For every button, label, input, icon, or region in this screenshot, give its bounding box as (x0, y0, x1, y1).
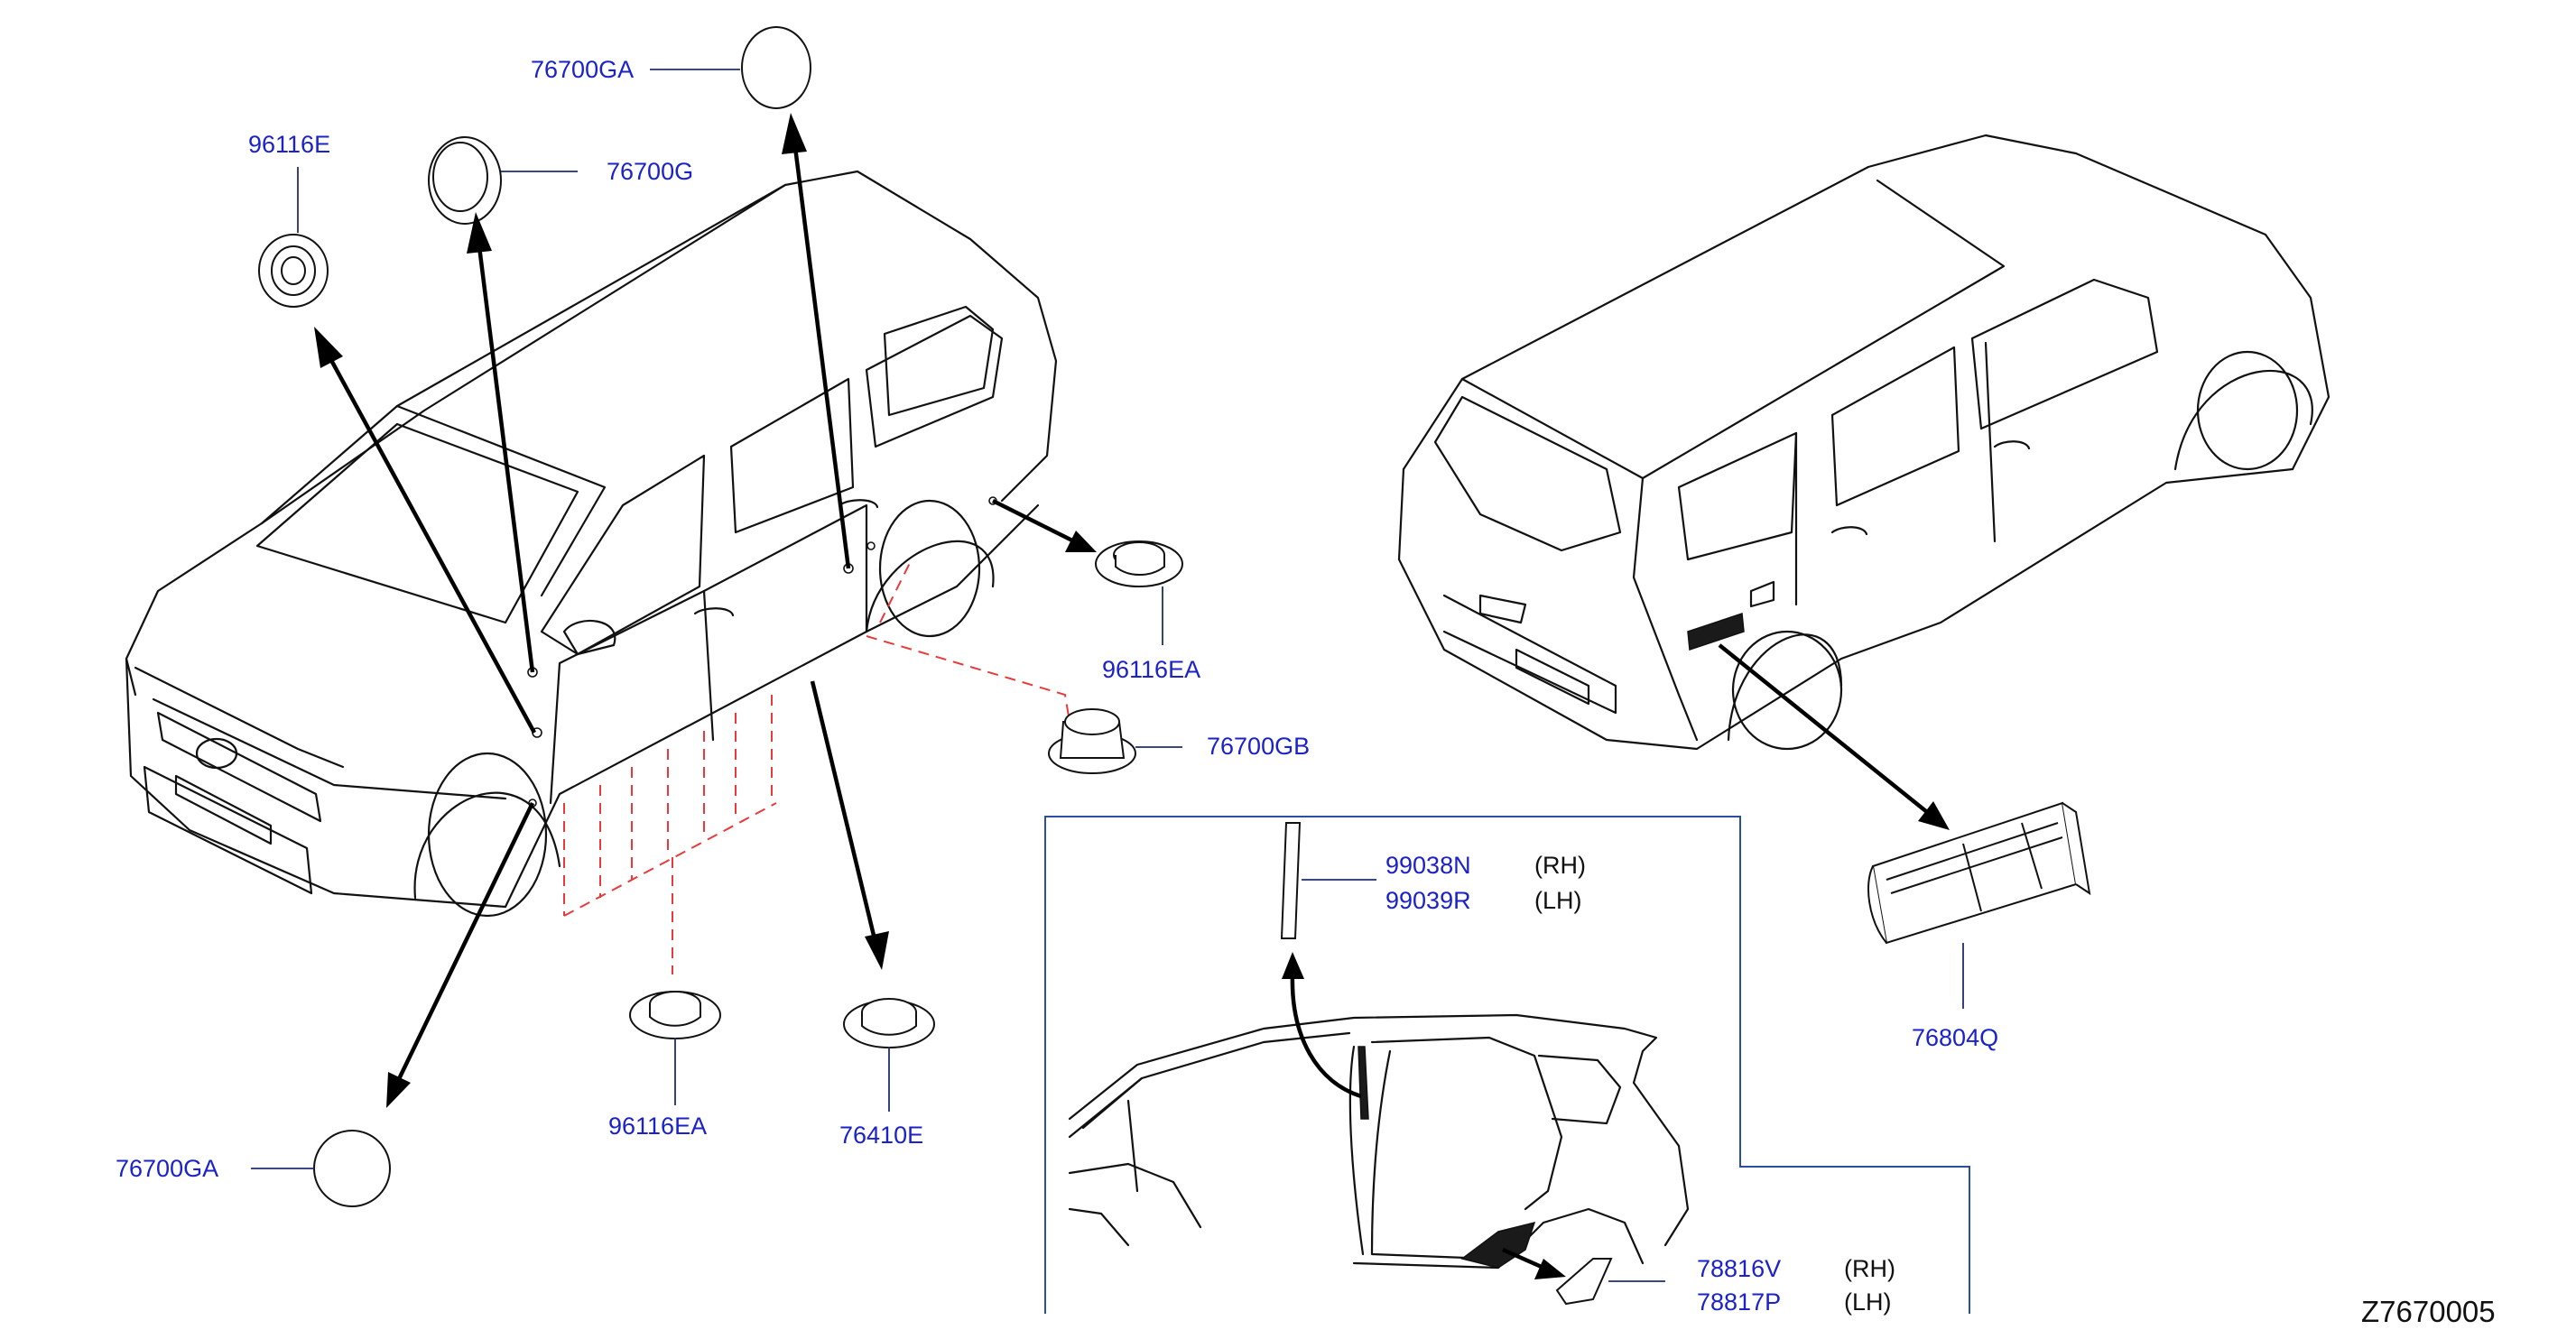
vent-76804q (1867, 801, 2091, 945)
leader-lines (251, 69, 1964, 1282)
vent-arrow (1718, 643, 1929, 814)
inset-side-view (1068, 1013, 1690, 1270)
part-labels: 76700GA 96116E 76700G 96116EA 76700GB 96… (116, 56, 2496, 1328)
label-96116ea-right: 96116EA (1102, 656, 1200, 683)
pillar-arrow (1290, 974, 1362, 1099)
side-rh-2: (RH) (1844, 1255, 1895, 1282)
label-76700gb: 76700GB (1207, 733, 1310, 760)
side-lh-1: (LH) (1534, 887, 1582, 914)
grommet-96116ea-bottom (629, 991, 721, 1039)
plug-76700ga-bottom (313, 1130, 391, 1207)
front-vehicle-illustration (125, 170, 1058, 918)
rear-vehicle-illustration (1397, 134, 2330, 751)
label-99038n: 99038N (1385, 852, 1471, 879)
grommet-76410e (843, 998, 935, 1048)
inset-frame (1044, 816, 1970, 1314)
side-rh-1: (RH) (1534, 852, 1586, 879)
plug-76700g (428, 136, 502, 225)
grommet-96116e (258, 234, 329, 308)
grommet-96116ea-right (1095, 540, 1183, 587)
label-78816v: 78816V (1697, 1255, 1781, 1282)
label-96116e: 96116E (248, 131, 330, 158)
label-76700ga-top: 76700GA (531, 56, 634, 83)
clip-76700gb (1048, 708, 1136, 774)
label-76804q: 76804Q (1912, 1024, 1998, 1051)
label-96116ea-bottom: 96116EA (608, 1113, 707, 1140)
clip-location-dashes (563, 559, 1070, 974)
label-76700g: 76700G (607, 158, 693, 185)
side-lh-2: (LH) (1844, 1288, 1892, 1316)
plug-76700ga-top (741, 26, 811, 109)
label-76410e: 76410E (839, 1122, 923, 1149)
guard-arrow (1502, 1247, 1544, 1270)
label-76700ga-bottom: 76700GA (116, 1155, 218, 1182)
diagram-code: Z7670005 (2361, 1295, 2496, 1328)
guard-78816v (1555, 1258, 1613, 1306)
label-78817p: 78817P (1697, 1288, 1781, 1316)
label-99039r: 99039R (1385, 887, 1471, 914)
pointer-arrows (314, 113, 1097, 1108)
pillar-tape-99038n (1280, 822, 1302, 939)
